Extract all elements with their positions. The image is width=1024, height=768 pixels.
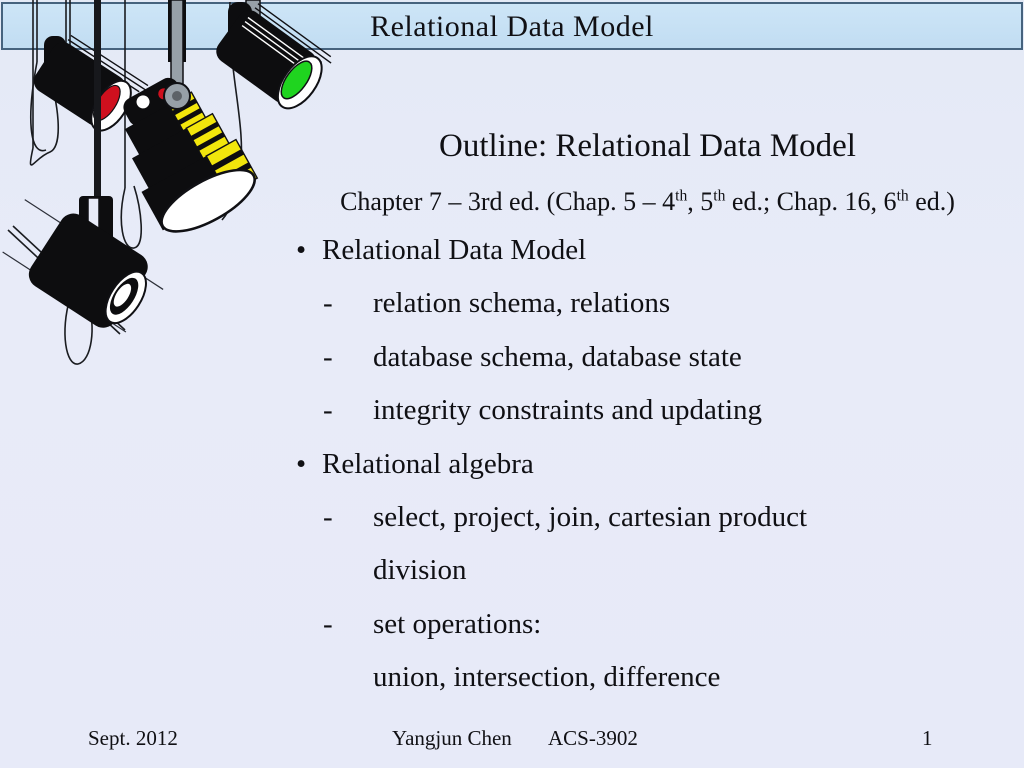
list-item: - set operations: (323, 598, 976, 651)
list-item-text: union, intersection, difference (373, 661, 721, 694)
list-item-text: relation schema, relations (373, 287, 671, 320)
slide-footer: Sept. 2012 Yangjun Chen ACS-3902 1 (0, 725, 1024, 755)
bullet-marker: • (296, 447, 307, 480)
page-number: 1 (922, 726, 933, 750)
dash-marker: - (323, 394, 333, 427)
slide-title-bar: Relational Data Model (1, 2, 1023, 50)
list-item: • Relational Data Model (296, 224, 976, 277)
content-subheading-wrap: Chapter 7 – 3rd ed. (Chap. 5 – 4th, 5th … (280, 185, 1015, 219)
slide-title: Relational Data Model (370, 10, 654, 43)
dash-marker: - (323, 607, 333, 640)
list-item: - integrity constraints and updating (323, 384, 976, 437)
list-item-text: Relational Data Model (322, 234, 587, 266)
footer-author: Yangjun Chen (392, 726, 512, 750)
dash-marker: - (323, 287, 333, 320)
footer-date: Sept. 2012 (88, 726, 178, 750)
footer-course-code: ACS-3902 (548, 726, 638, 750)
outline-list: • Relational Data Model - relation schema, … (296, 224, 976, 705)
list-item-text: database schema, database state (373, 340, 742, 373)
dash-marker: - (323, 501, 333, 534)
list-item-text: integrity constraints and updating (373, 394, 763, 427)
list-item: - select, project, join, cartesian produc… (323, 491, 976, 544)
chapter-reference: Chapter 7 – 3rd ed. (Chap. 5 – 4th, 5th … (340, 187, 955, 216)
bullet-marker: • (296, 234, 307, 266)
dash-marker: - (323, 340, 333, 373)
list-item-text: division (373, 554, 467, 587)
list-item: division (323, 544, 976, 597)
content-heading-wrap: Outline: Relational Data Model (280, 126, 1015, 167)
list-item-text: set operations: (373, 607, 542, 640)
list-item-text: Relational algebra (322, 447, 534, 480)
list-item: union, intersection, difference (323, 651, 976, 704)
list-item: • Relational algebra (296, 438, 976, 491)
list-item: - relation schema, relations (323, 277, 976, 330)
list-item-text: select, project, join, cartesian product (373, 501, 808, 534)
bottom-spotlight-icon (2, 196, 164, 333)
page-title: Outline: Relational Data Model (439, 128, 856, 164)
list-item: - database schema, database state (323, 331, 976, 384)
